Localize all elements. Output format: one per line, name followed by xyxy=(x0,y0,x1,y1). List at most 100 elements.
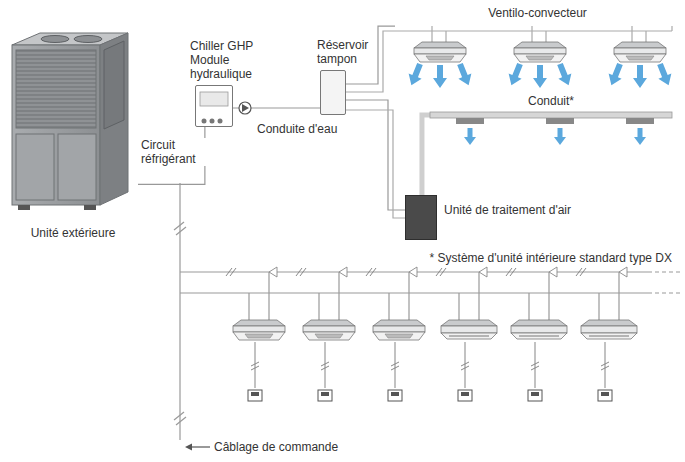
drawing-part xyxy=(534,342,535,388)
drawing-part xyxy=(464,128,476,145)
drawing-part xyxy=(179,183,180,440)
pipe-connector xyxy=(422,115,432,195)
drawing-part xyxy=(510,268,516,276)
pump-symbol xyxy=(239,102,251,114)
drawing-part xyxy=(176,227,186,235)
drawing-part xyxy=(548,272,549,320)
drawing-part xyxy=(671,26,672,31)
drawing-part xyxy=(648,271,682,272)
drawing-part xyxy=(580,268,586,276)
drawing-part xyxy=(210,119,215,124)
drawing-part xyxy=(391,362,399,366)
drawing-part xyxy=(84,205,96,210)
drawing-part xyxy=(441,320,497,339)
drawing-part xyxy=(321,366,329,370)
drawing-part xyxy=(478,272,479,320)
refrigerant-and-control-lines xyxy=(174,183,682,440)
drawing-part xyxy=(346,31,672,92)
drawing-part xyxy=(633,65,647,88)
hydraulic-module: Chiller GHP Module hydraulique xyxy=(195,85,233,127)
drawing-part xyxy=(631,26,632,42)
drawing-part xyxy=(461,362,469,366)
control-wiring-arrow xyxy=(185,444,210,451)
drawing-part xyxy=(605,61,627,88)
drawing-part xyxy=(601,362,609,366)
node-label: Unité de traitement d'air xyxy=(444,203,571,217)
drawing-part xyxy=(303,320,355,340)
node-label: Unité extérieure xyxy=(8,226,138,240)
drawing-part xyxy=(619,267,627,277)
drawing-part xyxy=(626,118,654,124)
node-label: Chiller GHP Module hydraulique xyxy=(190,39,270,81)
drawing-part xyxy=(202,119,207,124)
drawing-part xyxy=(408,272,409,320)
drawing-part xyxy=(318,293,319,320)
edge-label: Conduite d'eau xyxy=(256,122,338,136)
fan-coil-group: Ventilo-convecteur xyxy=(395,2,680,92)
drawing-part xyxy=(58,134,96,200)
drawing-part xyxy=(104,41,124,129)
drawing-part xyxy=(373,320,425,340)
drawing-part xyxy=(511,320,567,339)
drawing-part xyxy=(18,205,30,210)
drawing-part xyxy=(12,45,100,205)
drawing-part xyxy=(604,342,605,388)
edge-label: Circuit réfrigérant xyxy=(140,138,206,166)
air-handling-unit: Unité de traitement d'air xyxy=(405,195,437,240)
drawing-part xyxy=(239,102,251,114)
drawing-part xyxy=(321,362,329,366)
drawing-part xyxy=(100,33,128,205)
drawing-part xyxy=(528,390,542,401)
drawing-part xyxy=(16,134,54,200)
note-label: * Système d'unité intérieure standard ty… xyxy=(396,251,672,265)
drawing-part xyxy=(461,366,469,370)
drawing-part xyxy=(41,36,69,43)
module-detail xyxy=(200,92,228,124)
drawing-part xyxy=(430,112,672,118)
drawing-part xyxy=(339,267,347,277)
drawing-part xyxy=(200,92,228,106)
drawing-part xyxy=(251,362,259,366)
drawing-part xyxy=(445,31,446,42)
drawing-part xyxy=(554,128,566,145)
drawing-part xyxy=(405,61,427,88)
drawing-part xyxy=(388,293,389,320)
drawing-part xyxy=(645,31,646,42)
drawing-part xyxy=(300,268,306,276)
dx-indoor-units xyxy=(226,267,637,401)
drawing-part xyxy=(269,267,277,277)
drawing-part xyxy=(533,65,547,88)
drawing-part xyxy=(190,446,210,447)
drawing-part xyxy=(581,320,637,339)
air-duct xyxy=(430,112,672,145)
drawing-part xyxy=(242,104,249,112)
drawing-part xyxy=(546,118,574,124)
drawing-part xyxy=(249,272,619,388)
drawing-part xyxy=(431,26,432,42)
outdoor-unit-illustration xyxy=(12,33,128,210)
fan-coil-units xyxy=(405,26,675,88)
drawing-part xyxy=(409,267,417,277)
drawing-part xyxy=(433,65,447,88)
water-return-pipes xyxy=(346,26,672,218)
drawing-part xyxy=(514,42,566,62)
note-label: Câblage de commande xyxy=(214,440,338,454)
drawing-part xyxy=(251,366,259,370)
drawing-part xyxy=(388,390,402,401)
drawing-part xyxy=(346,110,405,218)
node-label: Conduit* xyxy=(432,94,672,108)
drawing-part xyxy=(531,366,539,370)
drawing-part xyxy=(414,42,466,62)
drawing-part xyxy=(554,61,576,88)
drawing-part xyxy=(458,293,459,320)
drawing-part xyxy=(545,31,546,42)
drawing-part xyxy=(218,119,223,124)
node-label: Ventilo-convecteur xyxy=(395,2,680,20)
drawing-part xyxy=(268,272,269,320)
drawing-part xyxy=(254,342,255,388)
drawing-part xyxy=(176,417,186,425)
drawing-part xyxy=(601,366,609,370)
drawing-part xyxy=(479,267,487,277)
